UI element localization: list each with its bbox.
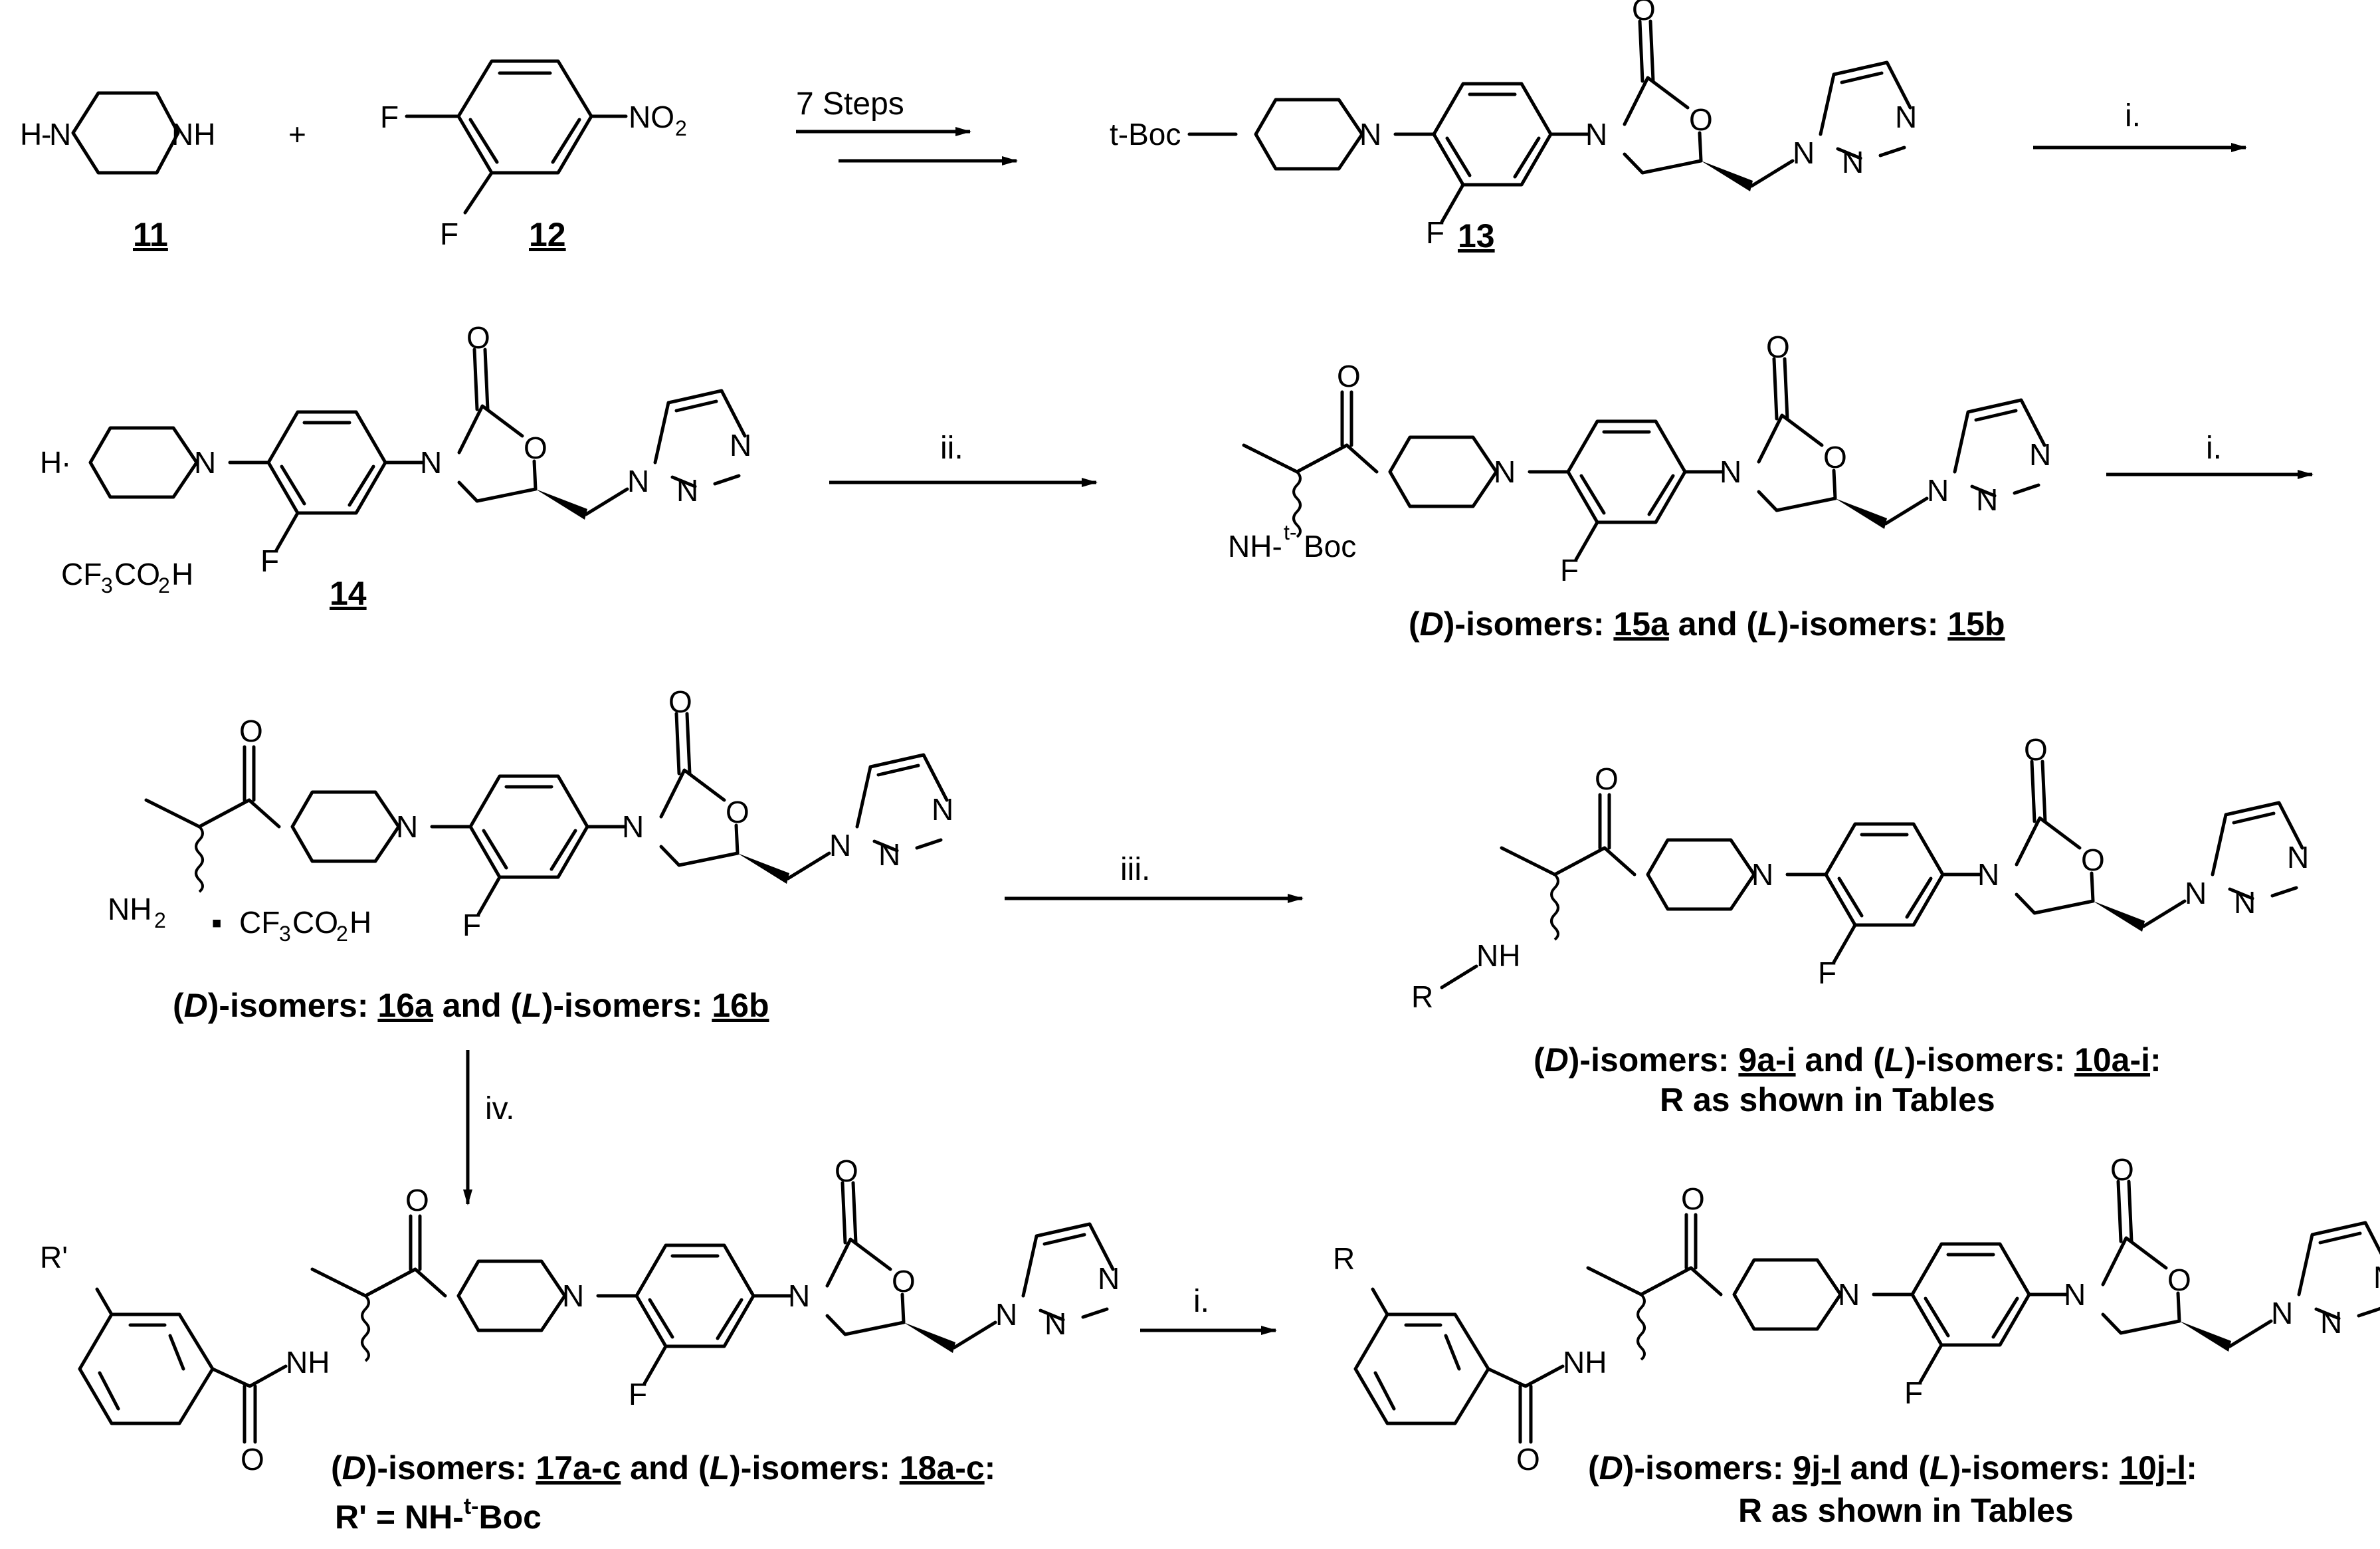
svg-text:t-: t- [1284,520,1297,544]
svg-text:O: O [1516,1442,1540,1477]
arrow-step-iv: iv. [463,1050,514,1205]
compound-13: t-Boc 13 [1110,0,1917,255]
svg-text:i.: i. [2206,431,2222,466]
arrow-step-i-1: i. [2033,98,2247,152]
svg-text:i.: i. [2125,98,2141,134]
compound-15: NH- t- Boc [1228,330,2051,587]
svg-text:NH: NH [1476,938,1520,973]
compound-14: H · CF 3 CO 2 H 14 [40,320,751,612]
svg-text:NH: NH [1563,1345,1607,1380]
svg-text:O: O [241,1442,264,1477]
svg-text:2: 2 [158,573,170,597]
arrow-step-i-2: i. [2106,431,2314,479]
svg-text:2: 2 [675,116,687,140]
svg-text:N: N [49,117,71,152]
caption-9-10-a-i-line2: R as shown in Tables [1660,1081,1995,1118]
svg-text:iv.: iv. [485,1091,514,1126]
compound-label-11: 11 [133,216,168,253]
svg-text:iii.: iii. [1120,852,1150,887]
svg-text:CO: CO [114,557,160,591]
svg-text:NO: NO [629,100,674,134]
svg-text:CO: CO [292,905,338,940]
svg-text:3: 3 [279,922,291,946]
svg-text:i.: i. [1193,1284,1209,1319]
svg-text:R: R [1333,1241,1355,1276]
svg-text:H: H [20,117,42,152]
svg-text:F: F [380,100,399,134]
svg-text:CF: CF [239,905,280,940]
compound-label-13: 13 [1458,217,1495,255]
compound-9-10-a-i: NH R [1411,732,2309,1014]
svg-text:H: H [40,445,62,480]
caption-9-10-j-l: (D)-isomers: 9j-l and (L)-isomers: 10j-l… [1588,1449,2197,1487]
svg-text:R: R [1411,980,1433,1014]
caption-15: (D)-isomers: 15a and (L)-isomers: 15b [1409,605,2005,643]
caption-17-18: (D)-isomers: 17a-c and (L)-isomers: 18a-… [331,1449,995,1487]
svg-text:2: 2 [336,922,348,946]
svg-text:H: H [171,557,193,591]
svg-text:H: H [349,905,371,940]
compound-16: NH 2 ▪ CF 3 CO 2 H [108,684,953,946]
plus-sign: + [288,117,306,152]
svg-text:CF: CF [61,557,102,591]
arrow-7-steps: 7 Steps [796,86,1018,165]
svg-text:2: 2 [154,908,166,932]
svg-text:t-Boc: t-Boc [1110,117,1181,152]
compound-label-14: 14 [330,575,367,612]
svg-text:Boc: Boc [1304,529,1356,564]
arrow-step-iii: iii. [1005,852,1304,903]
svg-text:F: F [440,217,458,251]
svg-text:NH: NH [108,892,151,926]
svg-text:7 Steps: 7 Steps [796,86,904,122]
svg-text:·: · [61,445,71,480]
compound-11: H - N NH 11 [20,91,215,253]
arrow-step-ii: ii. [829,431,1098,487]
svg-text:-: - [41,117,51,152]
compound-17-18: NH O R' [40,1154,1120,1477]
arrow-step-i-3: i. [1140,1284,1277,1335]
svg-text:NH: NH [171,117,215,152]
compound-12: F F NO 2 12 [380,59,687,253]
svg-text:▪: ▪ [211,905,222,940]
svg-text:R': R' [40,1240,68,1275]
svg-text:NH-: NH- [1228,529,1282,564]
caption-9-10-j-l-line2: R as shown in Tables [1738,1492,2074,1529]
svg-text:NH: NH [286,1345,330,1380]
compound-9-10-j-l: NH O R [1333,1152,2380,1477]
caption-9-10-a-i: (D)-isomers: 9a-i and (L)-isomers: 10a-i… [1534,1041,2161,1079]
caption-17-18-line2: R' = NH-t-Boc [335,1494,542,1536]
svg-text:3: 3 [101,573,113,597]
svg-text:ii.: ii. [940,431,963,466]
compound-label-12: 12 [529,216,566,253]
caption-16: (D)-isomers: 16a and (L)-isomers: 16b [173,987,769,1024]
